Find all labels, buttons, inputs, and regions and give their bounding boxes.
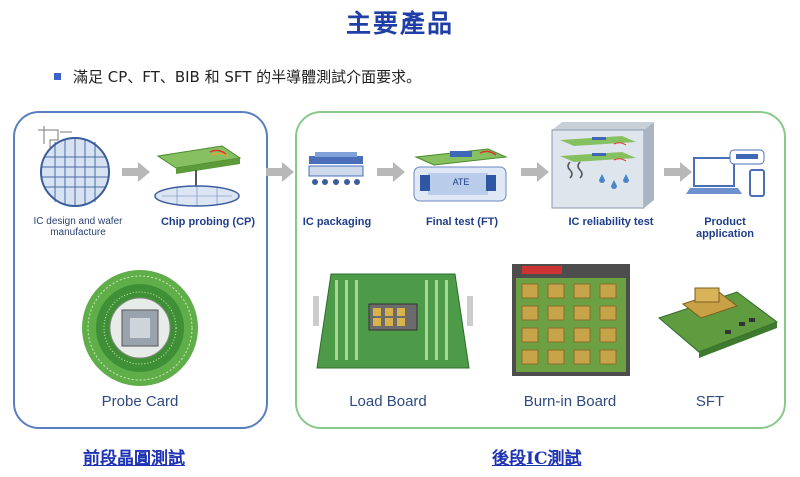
step-reliability-test-label: IC reliability test bbox=[568, 216, 654, 228]
step-ic-packaging-label: IC packaging bbox=[302, 216, 372, 228]
load-board-label: Load Board bbox=[349, 393, 427, 410]
arrow-icon bbox=[664, 162, 692, 182]
probe-card-image bbox=[82, 270, 198, 386]
arrow-icon bbox=[122, 162, 150, 182]
step-final-test-label: Final test (FT) bbox=[425, 216, 499, 228]
step-product-line1: Product bbox=[704, 216, 746, 228]
final-test-illustration bbox=[413, 148, 508, 202]
burn-in-board-image bbox=[512, 264, 630, 376]
step-product-line2: application bbox=[695, 228, 755, 240]
step-chip-probing-label: Chip probing (CP) bbox=[160, 216, 256, 228]
step-ic-design-line1: IC design and wafer bbox=[33, 216, 123, 227]
chip-probing-illustration bbox=[154, 145, 242, 207]
wafer-design-illustration bbox=[38, 126, 110, 207]
back-end-ic-test-link[interactable]: 後段IC測試 bbox=[492, 449, 582, 469]
requirement-bullet: 滿足 CP、FT、BIB 和 SFT 的半導體測試介面要求。 bbox=[54, 66, 421, 87]
load-board-image bbox=[313, 273, 473, 369]
burn-in-board-label: Burn-in Board bbox=[523, 393, 617, 410]
step-ic-design-line2: manufacture bbox=[50, 227, 106, 238]
ate-chip-text: ATE bbox=[452, 177, 470, 187]
step-ic-design-label: IC design and wafer manufacture bbox=[18, 216, 138, 238]
product-application-illustration bbox=[686, 149, 765, 197]
step-product-application-label: Product application bbox=[680, 216, 770, 240]
front-end-wafer-test-link[interactable]: 前段晶圓測試 bbox=[83, 449, 185, 469]
requirement-text: 滿足 CP、FT、BIB 和 SFT 的半導體測試介面要求。 bbox=[73, 68, 422, 86]
ic-packaging-illustration bbox=[308, 152, 364, 185]
arrow-icon bbox=[266, 162, 294, 182]
arrow-icon bbox=[377, 162, 405, 182]
sft-image bbox=[658, 287, 779, 358]
probe-card-label: Probe Card bbox=[101, 393, 179, 410]
bullet-square-icon bbox=[54, 73, 61, 80]
page-title: 主要產品 bbox=[345, 9, 454, 38]
reliability-chamber-illustration bbox=[551, 122, 654, 209]
sft-label: SFT bbox=[695, 393, 725, 410]
arrow-icon bbox=[521, 162, 549, 182]
